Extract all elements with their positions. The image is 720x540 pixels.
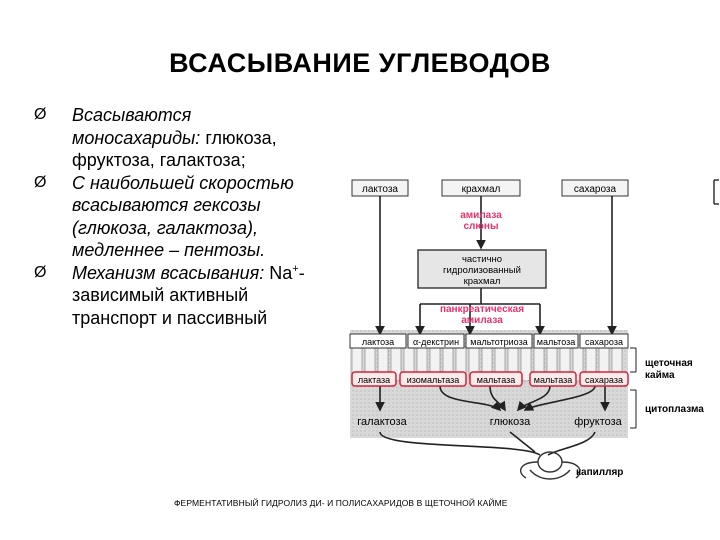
substrate-row: лактоза α-декстрин мальтотриоза мальтоза…	[349, 333, 629, 349]
superscript-plus: +	[292, 262, 299, 275]
substrate-sucrose: сахароза	[585, 337, 623, 347]
enzyme-sucrase: сахараза	[585, 375, 623, 385]
pancreatic-amylase-line1: панкреатическая	[440, 304, 524, 315]
diagram-caption: ФЕРМЕНТАТИВНЫЙ ГИДРОЛИЗ ДИ- И ПОЛИСАХАРИ…	[174, 498, 508, 508]
brush-border-label-2: кайма	[645, 370, 675, 381]
enzyme-maltase-1: мальтаза	[477, 375, 516, 385]
bullet-list: Ø Всасываются моносахариды: глюкоза, фру…	[34, 104, 324, 329]
enzyme-maltase-2: мальтаза	[534, 375, 573, 385]
partial-starch-box	[417, 249, 547, 289]
top-box-lactose: лактоза	[362, 184, 398, 195]
partial-starch-line2: гидролизованный	[443, 265, 521, 276]
pancreatic-amylase-line2: амилаза	[461, 315, 503, 326]
substrate-maltose: мальтоза	[537, 337, 576, 347]
top-substrate-boxes: лактоза крахмал сахароза	[351, 179, 629, 197]
slide-title: ВСАСЫВАНИЕ УГЛЕВОДОВ	[169, 48, 551, 78]
bullet-text-italic: Всасываются моносахариды:	[72, 105, 201, 148]
cytoplasm-label: цитоплазма	[645, 404, 704, 415]
substrate-lactose: лактоза	[362, 337, 394, 347]
substrate-maltotriose: мальтотриоза	[470, 337, 527, 347]
bullet-item: Ø Всасываются моносахариды: глюкоза, фру…	[34, 104, 324, 172]
salivary-amylase-line2: слюны	[463, 221, 498, 232]
arrow-bullet-icon: Ø	[34, 173, 47, 191]
bullet-text: -зависимый активный транспорт и пассивны…	[72, 262, 305, 328]
carbohydrate-hydrolysis-diagram: лактоза крахмал сахароза амилаза слюны ч…	[349, 179, 719, 480]
arrow-bullet-icon: Ø	[34, 106, 47, 123]
substrate-alpha-dextrin: α-декстрин	[413, 337, 459, 347]
capillary-icon	[519, 451, 581, 480]
product-galactose: галактоза	[357, 416, 407, 428]
bullet-text-italic: С наибольшей скоростью всасываются гексо…	[72, 172, 294, 261]
partial-starch-line1: частично	[462, 254, 502, 265]
top-box-starch: крахмал	[462, 184, 501, 195]
arrow-bullet-icon: Ø	[34, 263, 47, 281]
enzyme-lactase: лактаза	[358, 375, 390, 385]
bullet-item: Ø С наибольшей скоростью всасываются гек…	[34, 172, 324, 262]
enzyme-isomaltase: изомальтаза	[407, 375, 460, 385]
bullet-text-italic: Механизм всасывания:	[72, 262, 265, 283]
enzyme-row: лактаза изомальтаза мальтаза мальтаза са…	[351, 371, 629, 387]
flow-arrows	[375, 196, 617, 456]
product-fructose: фруктоза	[574, 416, 622, 428]
bullet-item: Ø Механизм всасывания: Na+-зависимый акт…	[34, 262, 324, 330]
partial-starch-line3: крахмал	[464, 276, 501, 287]
capillary-label: капилляр	[576, 467, 623, 478]
salivary-amylase-line1: амилаза	[460, 210, 502, 221]
brush-border-label-1: щеточная	[645, 358, 693, 369]
product-glucose: глюкоза	[490, 416, 531, 428]
bullet-text: глюкоза, фруктоза, галактоза;	[72, 127, 277, 171]
top-box-sucrose: сахароза	[574, 184, 617, 195]
bullet-text: Na	[264, 262, 293, 283]
